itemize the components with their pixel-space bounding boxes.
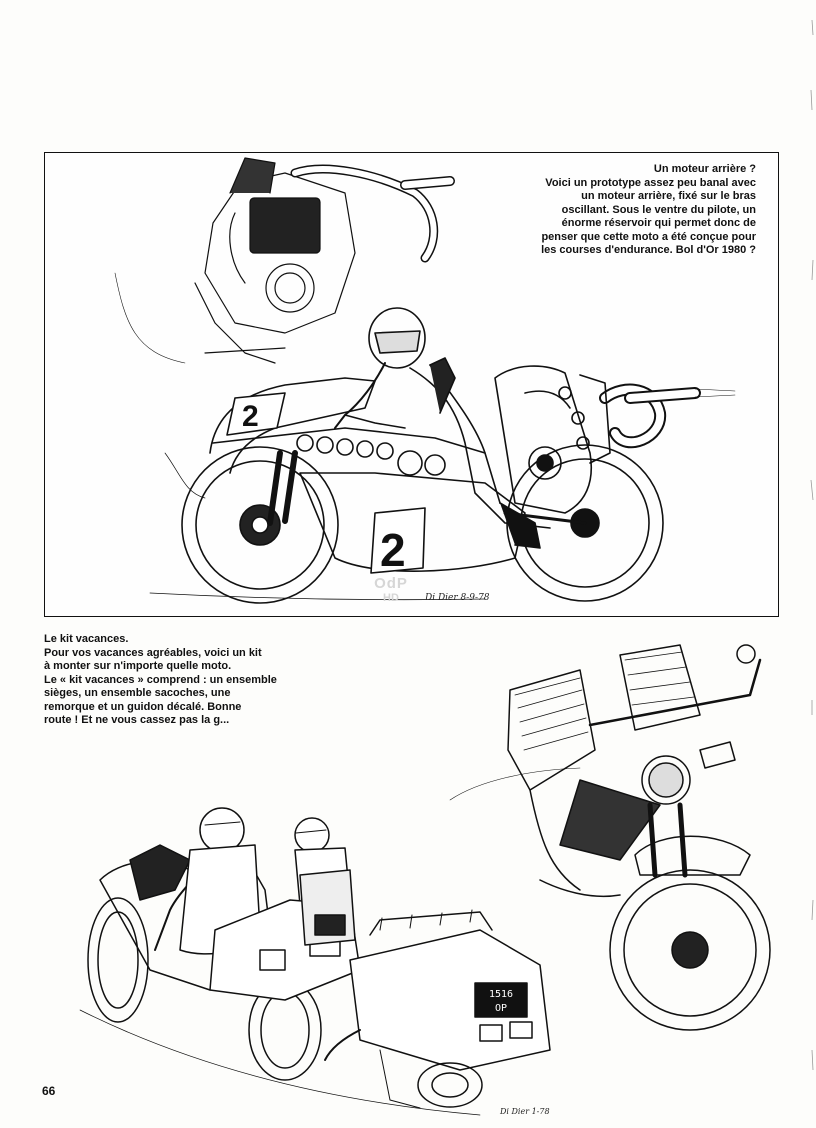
vacation-kit-caption-line: remorque et un guidon décalé. Bonne xyxy=(44,700,242,713)
vacation-kit-caption: Le kit vacances. Pour vos vacances agréa… xyxy=(44,633,294,728)
artist-signature-bottom: Di Dier 1-78 xyxy=(499,1107,550,1116)
vacation-kit-caption-line: sièges, un ensemble sacoches, une xyxy=(44,687,231,699)
watermark-logo: OdP xyxy=(374,575,408,592)
vacation-kit-caption-title: Le kit vacances. xyxy=(44,633,129,645)
trailer-plate-line2: OP xyxy=(495,1003,507,1014)
prototype-motorcycle-drawing: 2 2 Di Dier 8-9-78 xyxy=(114,157,736,604)
vacation-kit-caption-line: Le « kit vacances » comprend : un ensemb… xyxy=(44,673,277,686)
watermark: OdP HD xyxy=(366,575,416,615)
race-number-side: 2 xyxy=(380,524,406,576)
prototype-caption-line: les courses d'endurance. Bol d'Or 1980 ? xyxy=(541,244,756,256)
prototype-caption-line: oscillant. Sous le ventre du pilote, un xyxy=(561,203,756,216)
prototype-caption-title: Un moteur arrière ? xyxy=(653,163,756,175)
race-number-front: 2 xyxy=(242,400,259,433)
prototype-caption-line: un moteur arrière, fixé sur le bras xyxy=(581,190,756,202)
artist-signature-top: Di Dier 8-9-78 xyxy=(424,593,490,603)
vacation-kit-caption-line: à monter sur n'importe quelle moto. xyxy=(44,660,232,672)
prototype-caption-line: Voici un prototype assez peu banal avec xyxy=(545,176,756,189)
vacation-kit-caption-line: Pour vos vacances agréables, voici un ki… xyxy=(44,646,262,659)
vacation-kit-drawing: 1516 OP Di Dier 1-78 xyxy=(79,644,771,1116)
scan-edge-marks xyxy=(810,19,814,1071)
prototype-caption: Un moteur arrière ? Voici un prototype a… xyxy=(506,163,756,258)
page-number: 66 xyxy=(42,1084,56,1098)
prototype-caption-line: énorme réservoir qui permet donc de xyxy=(561,217,756,229)
watermark-subtext: HD xyxy=(383,592,399,604)
vacation-kit-caption-line: route ! Et ne vous cassez pas la g... xyxy=(44,714,230,726)
trailer-plate-line1: 1516 xyxy=(489,989,513,1000)
prototype-caption-line: penser que cette moto a été conçue pour xyxy=(541,230,756,243)
prototype-illustration-frame: 2 2 Di Dier 8-9-78 Un moteur arrière ? V… xyxy=(44,152,779,617)
